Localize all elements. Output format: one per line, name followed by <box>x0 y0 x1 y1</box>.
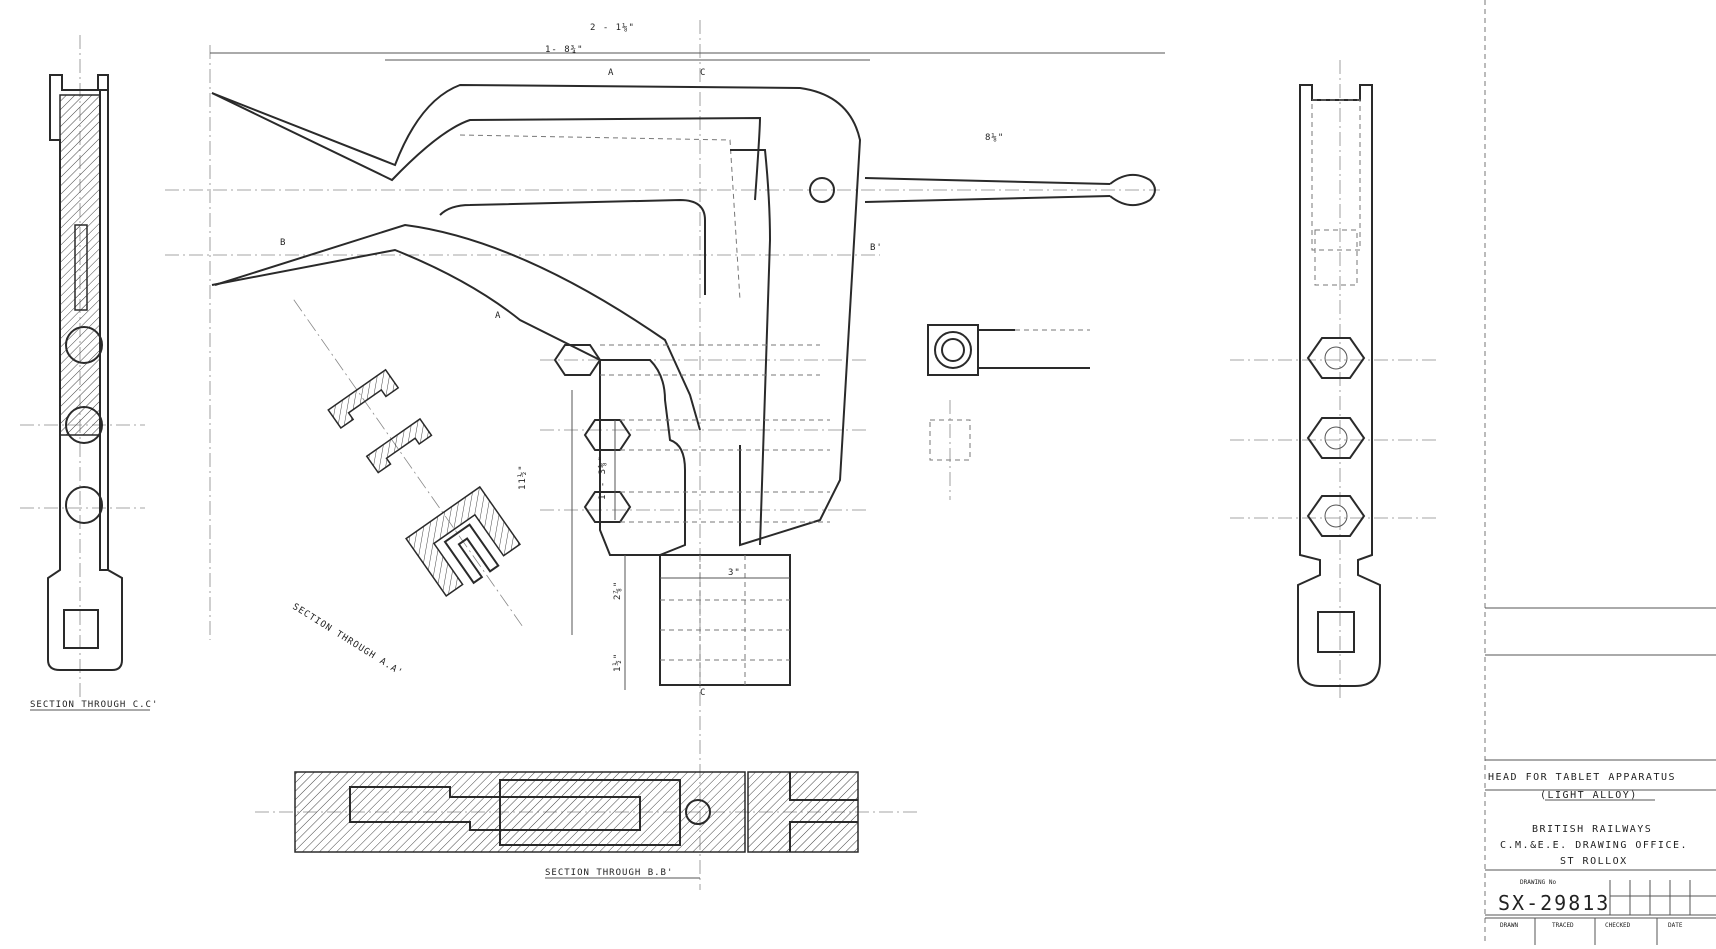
mark-a-bottom: A <box>495 311 501 321</box>
title-block <box>1484 0 1716 945</box>
end-view <box>1230 60 1440 700</box>
dim-bolt: 1 - 3⅛" <box>598 455 608 500</box>
mark-b-prime: B' <box>870 243 883 253</box>
section-cc-view <box>20 35 145 700</box>
hex-nut <box>553 344 602 376</box>
drawing-no-label: DRAWING No <box>1520 879 1557 886</box>
col-drawn: DRAWN <box>1500 922 1518 929</box>
section-cc-label: SECTION THROUGH C.C' <box>30 700 158 710</box>
section-bb-label: SECTION THROUGH B.B' <box>545 868 673 878</box>
mark-c-top: C <box>700 68 706 78</box>
dim-overall: 2 - 1⅛" <box>590 23 635 33</box>
section-aa-view <box>293 299 524 628</box>
org-text: BRITISH RAILWAYS <box>1532 824 1652 835</box>
col-traced: TRACED <box>1552 922 1574 929</box>
col-checked: CHECKED <box>1605 922 1631 929</box>
pivot-pin <box>809 177 835 203</box>
location-text: ST ROLLOX <box>1560 856 1628 867</box>
office-text: C.M.&E.E. DRAWING OFFICE. <box>1500 840 1688 851</box>
mark-b: B <box>280 238 286 248</box>
hex-nut <box>1306 337 1366 379</box>
dim-two: 2⅞" <box>613 581 623 600</box>
main-elevation-view <box>165 20 1165 890</box>
section-aa-label: SECTION THROUGH A.A' <box>290 602 404 679</box>
dim-width: 1- 8¾" <box>545 45 584 55</box>
hex-nut <box>1306 495 1366 537</box>
col-date: DATE <box>1668 922 1683 929</box>
mark-c-bottom: C <box>700 688 706 698</box>
hex-nut <box>583 419 632 451</box>
title-text: HEAD FOR TABLET APPARATUS <box>1488 772 1676 783</box>
section-bb-view <box>255 771 920 853</box>
dim-arm: 8⅛" <box>985 133 1004 143</box>
drawing-number: SX-29813 <box>1498 891 1610 915</box>
hex-nut <box>1306 417 1366 459</box>
mark-a-top: A <box>608 68 614 78</box>
dim-height: 11½" <box>517 464 528 490</box>
detail-collar-view <box>927 324 1090 500</box>
subtitle-text: (LIGHT ALLOY) <box>1540 790 1638 801</box>
dim-one: 1½" <box>612 653 623 672</box>
dim-three: 3" <box>728 568 741 578</box>
